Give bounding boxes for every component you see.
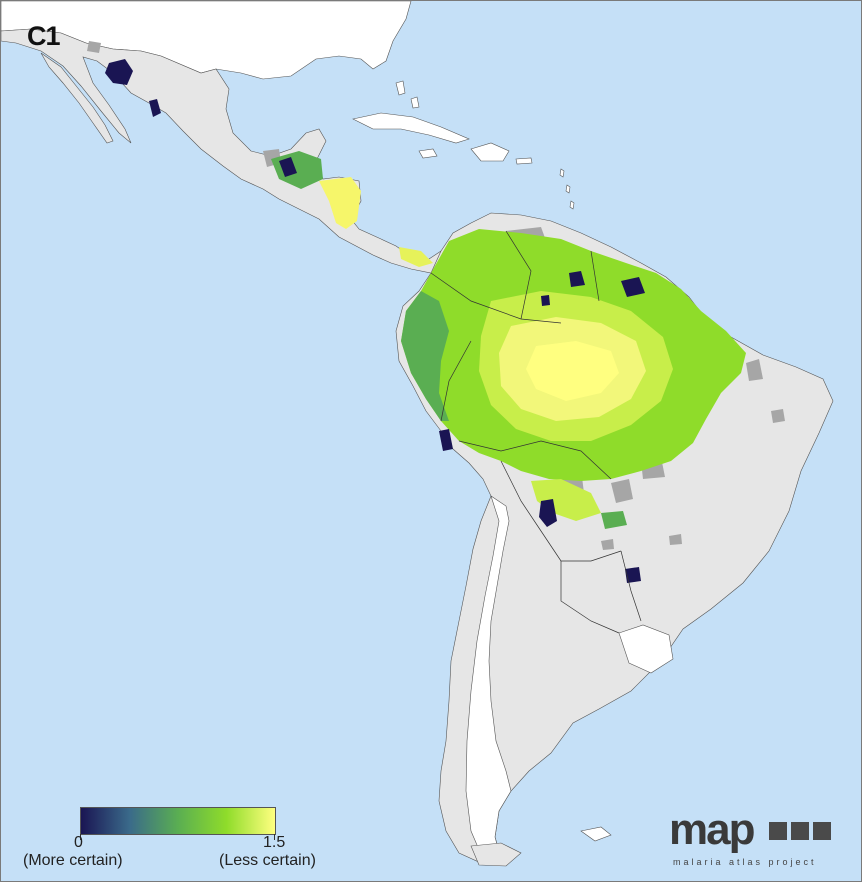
paraguay-uncertainty [601,511,627,529]
honduras-nicaragua-uncertainty [319,177,361,229]
legend-max-description: (Less certain) [219,852,316,869]
logo-tagline: malaria atlas project [673,857,817,867]
falkland-islands [580,826,612,842]
puerto-rico [515,157,533,165]
legend-min-description: (More certain) [23,852,123,869]
amazon-uncertainty-green [401,291,449,421]
country-borders [430,230,642,634]
tierra-del-fuego [470,842,522,867]
legend-min-value: 0 [74,834,83,851]
bolivia-uncertainty [531,479,601,521]
logo-wordmark: map [669,805,755,854]
jamaica [418,148,438,159]
logo-tile-icon [791,822,809,840]
panama-uncertainty [399,247,433,267]
panel-label: C1 [27,21,61,51]
uruguay-outside-region [618,624,674,674]
legend-tick-max [274,834,275,840]
chile-outside-region [465,495,512,860]
uncertainty-legend: 0 1.5 (More certain) (Less certain) [23,807,323,873]
bahamas [395,80,420,109]
map-logo: map malaria atlas project [669,805,849,875]
cuba [352,112,470,144]
hispaniola [470,142,510,162]
amazon-uncertainty-brightest [526,341,619,401]
baja-california [40,52,114,144]
legend-color-bar [80,807,276,835]
logo-tile-icon [769,822,787,840]
legend-max-value: 1.5 [263,834,286,851]
logo-tile-icon [813,822,831,840]
low-uncertainty-areas [105,59,645,583]
legend-tick-min [80,834,81,840]
lesser-antilles [559,168,575,210]
